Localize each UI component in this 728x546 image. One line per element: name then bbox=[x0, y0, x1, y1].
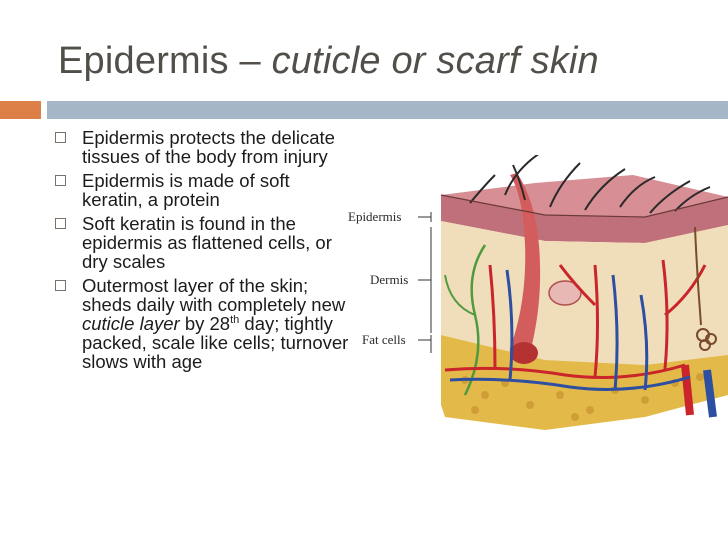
title-rule-accent bbox=[0, 101, 41, 119]
diagram-nerve bbox=[463, 244, 487, 396]
bullet-list: Epidermis protects the delicate tissues … bbox=[55, 128, 355, 376]
title-main: Epidermis – bbox=[58, 40, 272, 82]
diagram-nerve-branch bbox=[444, 274, 476, 316]
bullet-text-sup: th bbox=[230, 313, 240, 326]
bullet-text: Epidermis protects the delicate tissues … bbox=[82, 127, 335, 167]
diagram-vein-trunk bbox=[703, 369, 717, 418]
bullet-box-icon bbox=[55, 132, 66, 143]
diagram-sweat-gland bbox=[694, 226, 717, 351]
bullet-item: Outermost layer of the skin; sheds daily… bbox=[55, 276, 355, 371]
bullet-box-icon bbox=[55, 218, 66, 229]
bullet-box-icon bbox=[55, 280, 66, 291]
bullet-text-italic: cuticle layer bbox=[82, 313, 180, 334]
bullet-text: Soft keratin is found in the epidermis a… bbox=[82, 213, 332, 272]
diagram-sebaceous-gland bbox=[548, 280, 582, 306]
diagram-artery-trunk bbox=[681, 364, 694, 416]
title-rule-bar bbox=[47, 101, 728, 119]
bullet-text: Epidermis is made of soft keratin, a pro… bbox=[82, 170, 290, 210]
diagram-arteries bbox=[444, 259, 707, 379]
label-epidermis: Epidermis bbox=[348, 209, 401, 224]
bullet-item: Soft keratin is found in the epidermis a… bbox=[55, 214, 355, 271]
diagram-hair-follicle bbox=[509, 173, 541, 360]
diagram-veins bbox=[449, 269, 691, 391]
bullet-item: Epidermis protects the delicate tissues … bbox=[55, 128, 355, 166]
slide-title: Epidermis – cuticle or scarf skin bbox=[58, 40, 599, 83]
label-dermis: Dermis bbox=[370, 272, 408, 287]
bullet-text-part: by 28 bbox=[179, 313, 231, 334]
bullet-text-part: Outermost layer of the skin; sheds daily… bbox=[82, 275, 346, 315]
diagram-epidermis-layer bbox=[441, 195, 728, 243]
label-fat-cells: Fat cells bbox=[362, 332, 406, 347]
bullet-box-icon bbox=[55, 175, 66, 186]
diagram-hairs bbox=[469, 155, 711, 214]
skin-cross-section-diagram: Epidermis Dermis Fat cells bbox=[348, 155, 728, 430]
diagram-outline bbox=[440, 194, 728, 218]
bullet-text-part: day; tightly packed, scale like cells; t… bbox=[82, 313, 349, 372]
diagram-hair-bulb bbox=[510, 342, 538, 364]
bullet-item: Epidermis is made of soft keratin, a pro… bbox=[55, 171, 355, 209]
title-italic: cuticle or scarf skin bbox=[271, 40, 599, 82]
